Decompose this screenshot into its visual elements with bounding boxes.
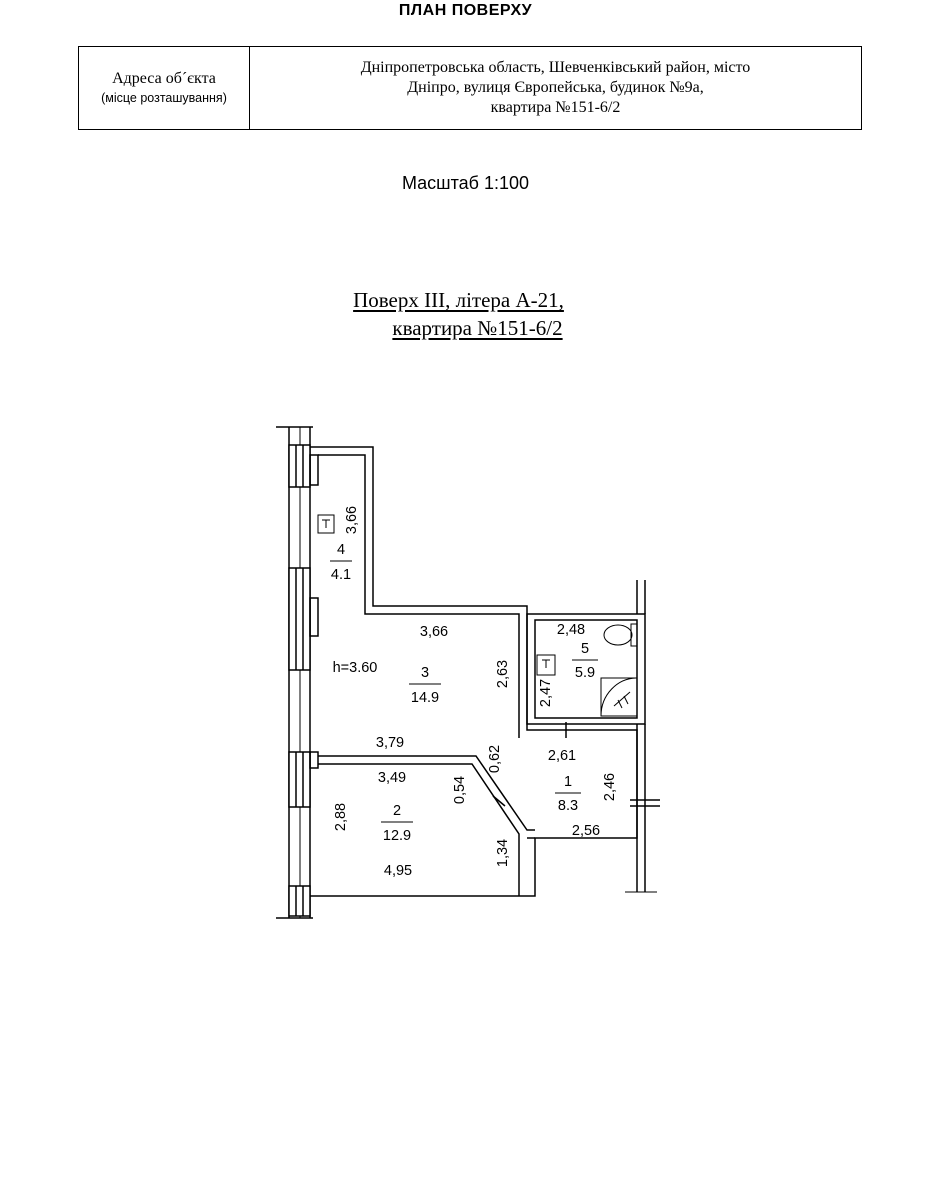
dim-r2-right: 1,34 — [495, 839, 511, 867]
exterior-wall-left — [276, 426, 313, 919]
room-1-area: 8.3 — [558, 798, 578, 814]
ceiling-height: h=3.60 — [333, 660, 378, 676]
dim-r3-right: 2,63 — [495, 660, 511, 688]
dim-r2-diag-top: 0,62 — [487, 745, 503, 773]
room-3-number: 3 — [421, 665, 429, 681]
floor-title-line-2: квартира №151-6/2 — [392, 316, 563, 340]
dim-r1-bottom: 2,56 — [572, 823, 600, 839]
dim-r1-right: 2,46 — [602, 773, 618, 801]
page-title: ПЛАН ПОВЕРХУ — [398, 2, 533, 19]
floor-title-line-1: Поверх III, літера А-21, — [353, 288, 564, 312]
room-2-area: 12.9 — [383, 828, 411, 844]
shower-icon — [600, 677, 638, 717]
address-table: Адреса об´єкта (місце розташування) Дніп… — [78, 46, 862, 130]
dim-r5-top: 2,48 — [557, 622, 585, 638]
room-4-number: 4 — [337, 542, 345, 558]
dim-r2-top: 3,49 — [378, 770, 406, 786]
room-5-number: 5 — [581, 641, 589, 657]
dim-r4-height: 3,66 — [344, 506, 360, 534]
dim-r3-top: 3,66 — [420, 624, 448, 640]
bath-sink-icon — [536, 654, 556, 676]
room-2-number: 2 — [393, 803, 401, 819]
dim-r3-bottom: 3,79 — [376, 735, 404, 751]
address-value-cell: Дніпропетровська область, Шевченківський… — [250, 47, 861, 129]
dim-r1-top: 2,61 — [548, 748, 576, 764]
address-label: Адреса об´єкта — [112, 70, 216, 87]
room-5-area: 5.9 — [575, 665, 595, 681]
dim-r2-diag: 0,54 — [452, 776, 468, 804]
dim-r2-left: 2,88 — [333, 803, 349, 831]
toilet-icon — [603, 623, 638, 647]
room-1-number: 1 — [564, 774, 572, 790]
dim-r5-left: 2,47 — [538, 679, 554, 707]
scale-label: Масштаб 1:100 — [401, 173, 530, 193]
room-3-area: 14.9 — [411, 690, 439, 706]
address-line-1: Дніпропетровська область, Шевченківський… — [360, 59, 751, 76]
apartment-walls — [309, 446, 660, 897]
dim-r2-bottom: 4,95 — [384, 863, 412, 879]
sink-icon — [317, 514, 335, 534]
floor-title: Поверх III, літера А-21, квартира №151-6… — [0, 286, 931, 342]
address-sublabel: (місце розташування) — [101, 91, 227, 105]
address-line-3: квартира №151-6/2 — [490, 99, 621, 116]
room-4-area: 4.1 — [331, 567, 351, 583]
address-label-cell: Адреса об´єкта (місце розташування) — [79, 47, 250, 129]
address-line-2: Дніпро, вулиця Європейська, будинок №9а, — [407, 79, 704, 96]
